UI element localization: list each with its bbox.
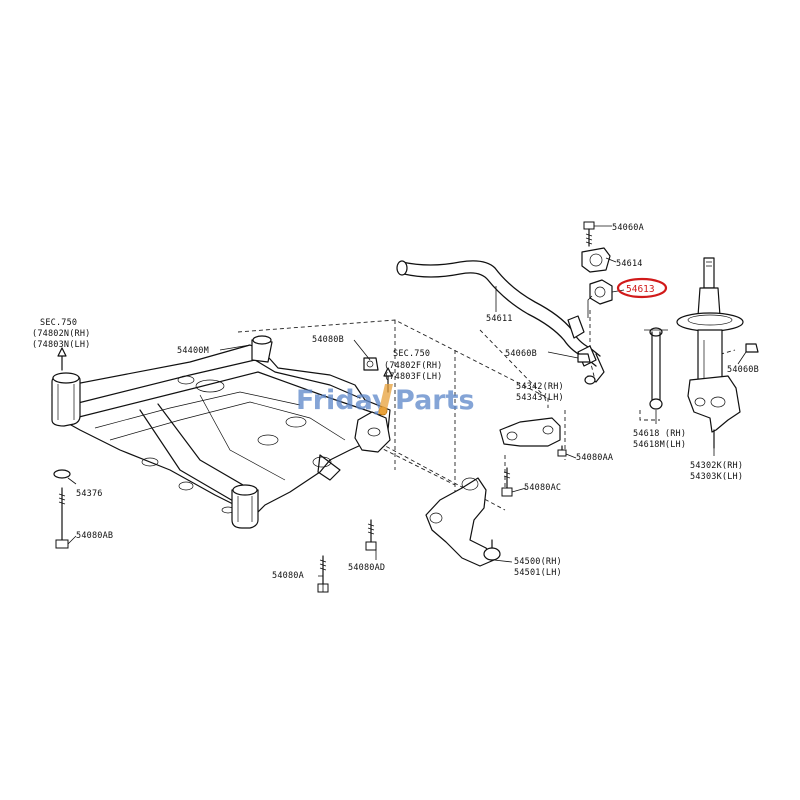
label-74802n: (74802N(RH) [32, 329, 91, 339]
label-54342: 54342(RH) [516, 382, 564, 392]
label-54501: 54501(LH) [514, 568, 562, 578]
label-54618m: 54618M(LH) [633, 440, 686, 450]
part-labels: SEC.750 (74802N(RH) (74803N(LH) 54400M 5… [32, 223, 759, 581]
label-54400m: 54400M [177, 346, 209, 356]
watermark-text-right: Parts [395, 385, 475, 416]
highlighted-part-54613[interactable]: 54613 [616, 277, 668, 299]
stabilizer-bushing-group [581, 221, 613, 318]
leader-lines [67, 225, 747, 592]
watermark-text-left: Friday [296, 385, 390, 416]
washer-54376 [53, 469, 71, 479]
bolt-54080ad [365, 519, 377, 551]
label-54376: 54376 [76, 489, 103, 499]
label-54614: 54614 [616, 259, 643, 269]
label-54080a: 54080A [272, 571, 304, 581]
label-54080ac: 54080AC [524, 483, 561, 493]
label-54080ab: 54080AB [76, 531, 113, 541]
watermark: Friday Parts [296, 384, 475, 416]
label-54302k: 54302K(RH) [690, 461, 743, 471]
label-54080b: 54080B [312, 335, 344, 345]
label-54060b-left: 54060B [505, 349, 537, 359]
label-sec750-left: SEC.750 [40, 318, 77, 328]
watermark-slash [378, 384, 393, 414]
highlight-ring [616, 277, 668, 299]
nut-54080b [363, 357, 379, 371]
bolt-54060a [583, 221, 595, 247]
strut-assembly [676, 257, 759, 449]
stabilizer-link [644, 327, 668, 410]
label-54060a: 54060A [612, 223, 644, 233]
label-54613: 54613 [626, 284, 655, 295]
label-54500: 54500(RH) [514, 557, 562, 567]
label-74803n: (74803N(LH) [32, 340, 91, 350]
label-54303k: 54303K(LH) [690, 472, 743, 482]
label-54080aa: 54080AA [576, 453, 613, 463]
lower-control-arm [425, 477, 501, 567]
link-bracket-54342 [499, 417, 567, 457]
label-74803f: (74803F(LH) [384, 372, 443, 382]
front-subframe [51, 335, 391, 529]
label-54080ad: 54080AD [348, 563, 385, 573]
label-54618: 54618 (RH) [633, 429, 686, 439]
label-54611: 54611 [486, 314, 513, 324]
label-54343: 54343(LH) [516, 393, 564, 403]
label-54060b-right: 54060B [727, 365, 759, 375]
bolt-54080ab [55, 487, 69, 549]
label-74802f: (74802F(RH) [384, 361, 443, 371]
bolt-54080ac [501, 467, 513, 497]
label-sec750-mid: SEC.750 [393, 349, 430, 359]
